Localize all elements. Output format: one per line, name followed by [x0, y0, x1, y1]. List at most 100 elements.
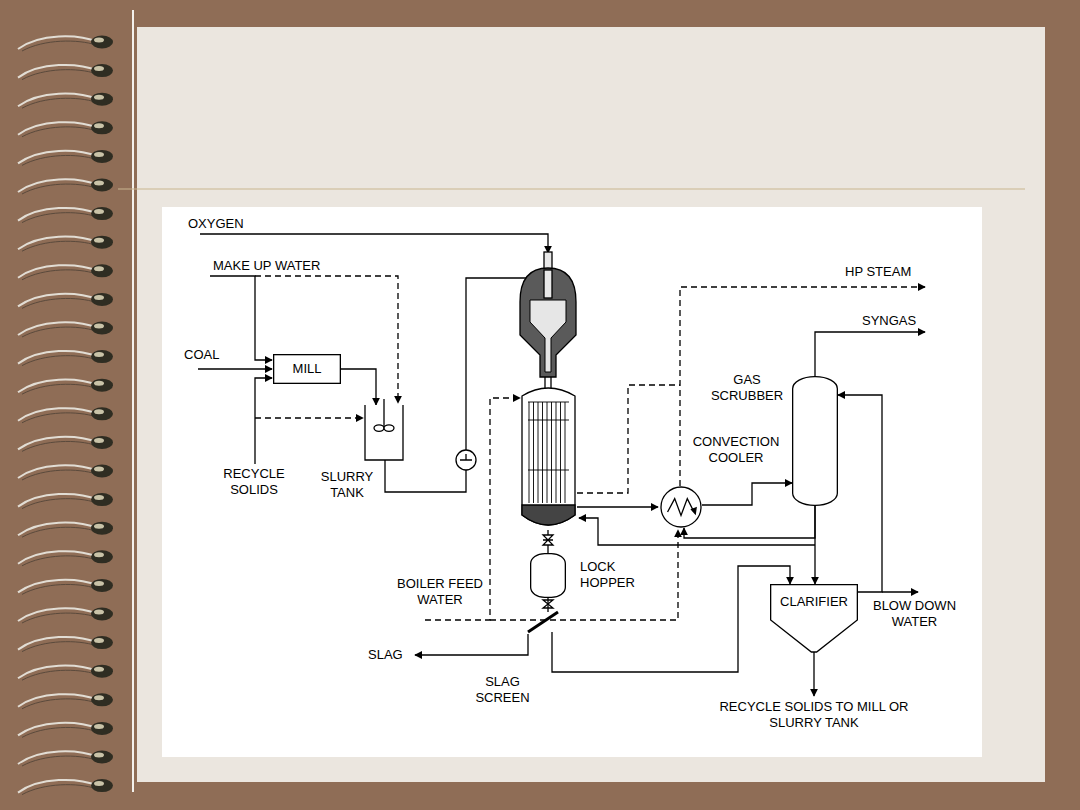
pipe-line	[22, 241, 96, 251]
pipe-line	[94, 238, 104, 243]
pipe-line	[22, 727, 96, 737]
pipe-line	[94, 638, 104, 643]
pipe-line	[22, 785, 96, 795]
pipe-line	[94, 524, 104, 529]
pipe-line	[91, 293, 113, 306]
equipment-label: CONVECTION COOLER	[686, 434, 786, 467]
pipe-line	[91, 207, 113, 220]
pipe-line	[538, 402, 539, 503]
pipe-line	[520, 252, 576, 525]
pipe-line	[385, 460, 466, 492]
pipe-line	[94, 66, 104, 71]
pipe-line	[200, 234, 548, 253]
pipe-line	[91, 350, 113, 363]
pipe-line	[579, 518, 815, 545]
pipe-line	[577, 506, 658, 507]
pipe-line	[91, 379, 113, 392]
pipe-line	[490, 530, 678, 620]
pipe-line	[556, 402, 557, 503]
equipment-label: SLURRY TANK	[312, 469, 382, 502]
pipe-line	[94, 181, 104, 186]
pipe-line	[547, 545, 548, 553]
pipe-line	[94, 152, 104, 157]
pipe-line	[91, 121, 113, 134]
pipe-line	[22, 413, 96, 423]
pipe-line	[255, 417, 363, 418]
pipe-line	[94, 724, 104, 729]
clarifier-tank: CLARIFIER	[770, 584, 858, 620]
pipe-line	[91, 579, 113, 592]
pipe-line	[91, 779, 113, 792]
pipe-line	[91, 665, 113, 678]
pipe-line	[22, 41, 96, 51]
pipe-line	[198, 234, 925, 696]
pipe-line	[22, 642, 96, 652]
pipe-line	[22, 270, 96, 280]
pipe-line	[91, 693, 113, 706]
pipe-line	[91, 722, 113, 735]
pipe-line	[456, 450, 476, 470]
pipe-line	[94, 324, 104, 329]
pipe-line	[22, 384, 96, 394]
pipe-line	[415, 634, 528, 655]
pipe-line	[91, 522, 113, 535]
pipe-line	[94, 495, 104, 500]
pipe-line	[91, 150, 113, 163]
pipe-line	[565, 402, 566, 503]
mill-box: MILL	[273, 354, 341, 384]
pipe-line	[529, 402, 565, 503]
pipe-line	[22, 527, 96, 537]
pipe-line	[94, 409, 104, 414]
pipe-line	[94, 438, 104, 443]
pipe-line	[520, 268, 576, 377]
pipe-line	[22, 356, 96, 366]
pipe-line	[94, 781, 104, 786]
pipe-line	[94, 695, 104, 700]
pipe-line	[91, 36, 113, 49]
pipe-line	[815, 332, 925, 376]
pipe-line	[22, 441, 96, 451]
pipe-line	[94, 552, 104, 557]
pipe-line	[560, 402, 561, 503]
pipe-line	[22, 127, 96, 137]
pipe-line	[22, 670, 96, 680]
process-line	[547, 598, 548, 612]
slag-screen-outline	[528, 612, 558, 632]
pipe-line	[542, 402, 543, 503]
stream-label: COAL	[184, 347, 219, 363]
pipe-line	[91, 179, 113, 192]
pipe-line	[22, 756, 96, 766]
pipe-line	[528, 402, 569, 470]
pipe-line	[577, 385, 680, 493]
pipe-line	[91, 751, 113, 764]
slag-screen: SLAG SCREEN	[528, 612, 558, 632]
pipe-line	[94, 95, 104, 100]
pipe-line	[91, 93, 113, 106]
slurry-tank-outline	[365, 405, 403, 460]
stream-label: RECYCLE SOLIDS	[212, 466, 296, 499]
stream-label: BLOW DOWN WATER	[862, 598, 967, 631]
pipe-line	[91, 636, 113, 649]
stream-label: RECYCLE SOLIDS TO MILL OR SLURRY TANK	[714, 699, 914, 732]
pipe-line	[91, 608, 113, 621]
pipe-line	[94, 209, 104, 214]
pipe-line	[94, 295, 104, 300]
pipe-line	[94, 667, 104, 672]
pipe-line	[94, 38, 104, 43]
equipment-label: CLARIFIER	[770, 584, 858, 620]
pipe-line	[94, 266, 104, 271]
pipe-line	[22, 584, 96, 594]
pipe-line	[94, 467, 104, 472]
stream-label: SLAG	[368, 647, 403, 663]
pipe-line	[22, 613, 96, 623]
pipe-line	[545, 377, 551, 388]
pipe-line	[91, 64, 113, 77]
pipe-line	[529, 402, 530, 503]
pipe-line	[198, 368, 272, 369]
pipe-line	[22, 155, 96, 165]
pipe-line	[94, 352, 104, 357]
pipe-line	[91, 465, 113, 478]
pipe-line	[94, 123, 104, 128]
lock-hopper: LOCK HOPPER	[530, 553, 566, 598]
